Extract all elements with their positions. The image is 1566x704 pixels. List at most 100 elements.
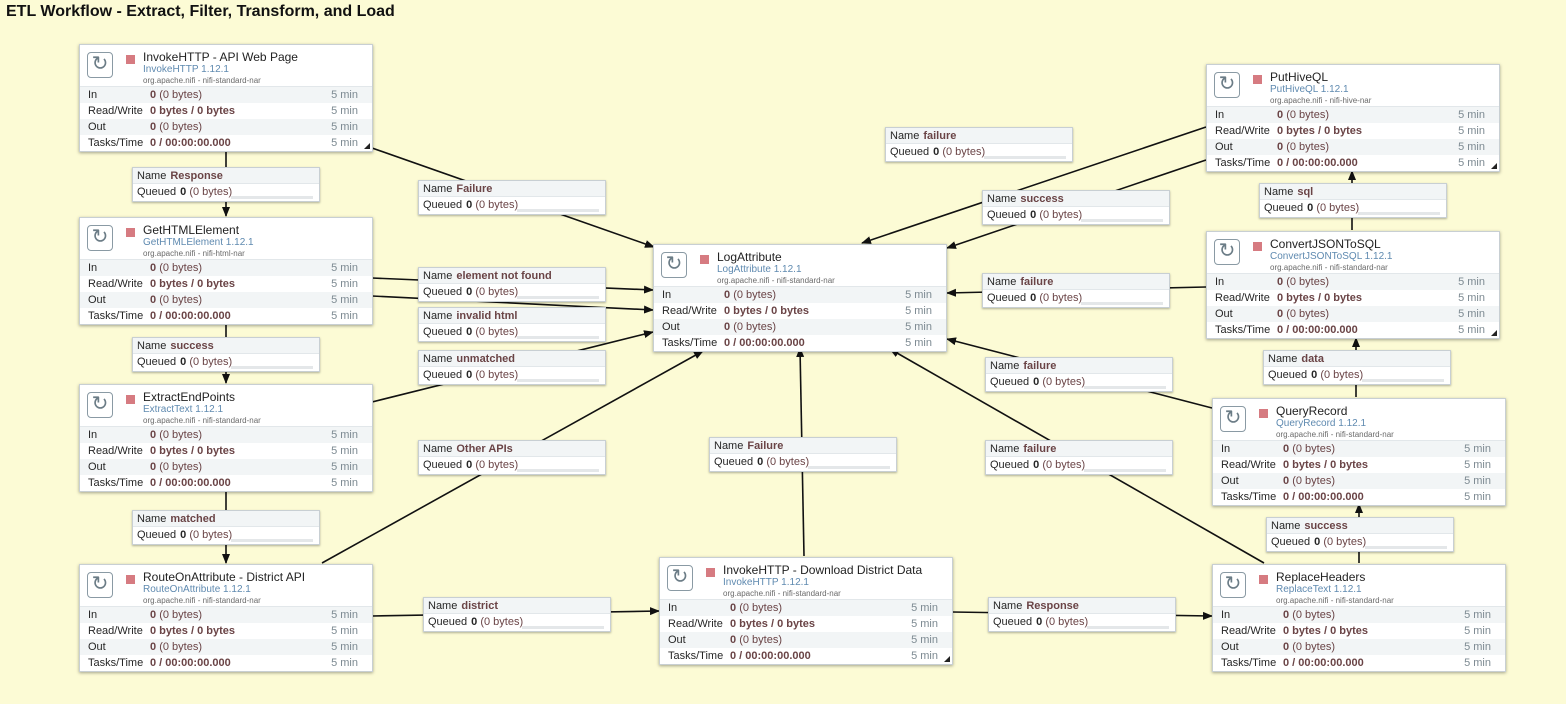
stat-window: 5 min	[331, 89, 358, 101]
resize-handle-icon[interactable]	[1491, 163, 1497, 169]
resize-handle-icon[interactable]	[364, 143, 370, 149]
stat-window: 5 min	[1458, 324, 1485, 336]
stat-bytes: (0 bytes)	[159, 429, 202, 441]
stat-value: 0 bytes / 0 bytes	[150, 278, 235, 290]
processor-bundle: org.apache.nifi - nifi-standard-nar	[1276, 596, 1394, 605]
connection-name: Other APIs	[456, 443, 513, 455]
stat-value: 0	[730, 602, 737, 614]
stat-value: 0 / 00:00:00.000	[730, 650, 811, 662]
processor-bundle: org.apache.nifi - nifi-standard-nar	[1276, 430, 1394, 439]
stat-label: Out	[88, 121, 106, 133]
stopped-icon	[126, 395, 135, 404]
connection-name: failure	[1023, 443, 1057, 455]
processor-icon: ↻	[87, 225, 113, 251]
stat-window: 5 min	[1464, 609, 1491, 621]
stat-window: 5 min	[1464, 625, 1491, 637]
stat-value: 0	[1277, 308, 1284, 320]
stopped-icon	[1253, 75, 1262, 84]
connection-queued-label: Queued	[890, 146, 930, 158]
stat-label: In	[1221, 609, 1231, 621]
resize-handle-icon[interactable]	[1491, 330, 1497, 336]
stat-bytes: (0 bytes)	[159, 89, 202, 101]
connection-queued-count: 0	[1033, 376, 1040, 388]
connection-queued-bytes: (0 bytes)	[475, 286, 519, 298]
connection-queued-bytes: (0 bytes)	[475, 369, 519, 381]
processor-bundle: org.apache.nifi - nifi-html-nar	[143, 249, 245, 258]
stat-bytes: (0 bytes)	[733, 321, 776, 333]
connection-queued-label: Queued	[423, 459, 463, 471]
processor-type: PutHiveQL 1.12.1	[1270, 84, 1349, 95]
connection-queued-count: 0	[757, 456, 764, 468]
queue-progress-bar	[1362, 379, 1444, 382]
connection-name-label: Name	[423, 353, 453, 365]
processor-type: RouteOnAttribute 1.12.1	[143, 584, 251, 595]
connection-queued-label: Queued	[1271, 536, 1311, 548]
stat-label: Out	[1221, 641, 1239, 653]
stat-value: 0	[1277, 109, 1284, 121]
stat-window: 5 min	[1464, 459, 1491, 471]
connection-queued-label: Queued	[423, 286, 463, 298]
processor-bundle: org.apache.nifi - nifi-hive-nar	[1270, 96, 1372, 105]
processor-icon: ↻	[87, 52, 113, 78]
queue-progress-bar	[984, 156, 1066, 159]
resize-handle-icon[interactable]	[944, 656, 950, 662]
processor-bundle: org.apache.nifi - nifi-standard-nar	[143, 596, 261, 605]
connection-name-label: Name	[990, 360, 1020, 372]
stat-label: Read/Write	[1215, 292, 1270, 304]
connection-name: failure	[1020, 276, 1054, 288]
processor-icon: ↻	[661, 252, 687, 278]
stat-label: Tasks/Time	[1221, 491, 1277, 503]
stat-window: 5 min	[331, 105, 358, 117]
connection-queued-bytes: (0 bytes)	[1316, 202, 1360, 214]
queue-progress-bar	[522, 626, 604, 629]
stopped-icon	[1259, 409, 1268, 418]
stat-window: 5 min	[1458, 292, 1485, 304]
queue-progress-bar	[808, 466, 890, 469]
